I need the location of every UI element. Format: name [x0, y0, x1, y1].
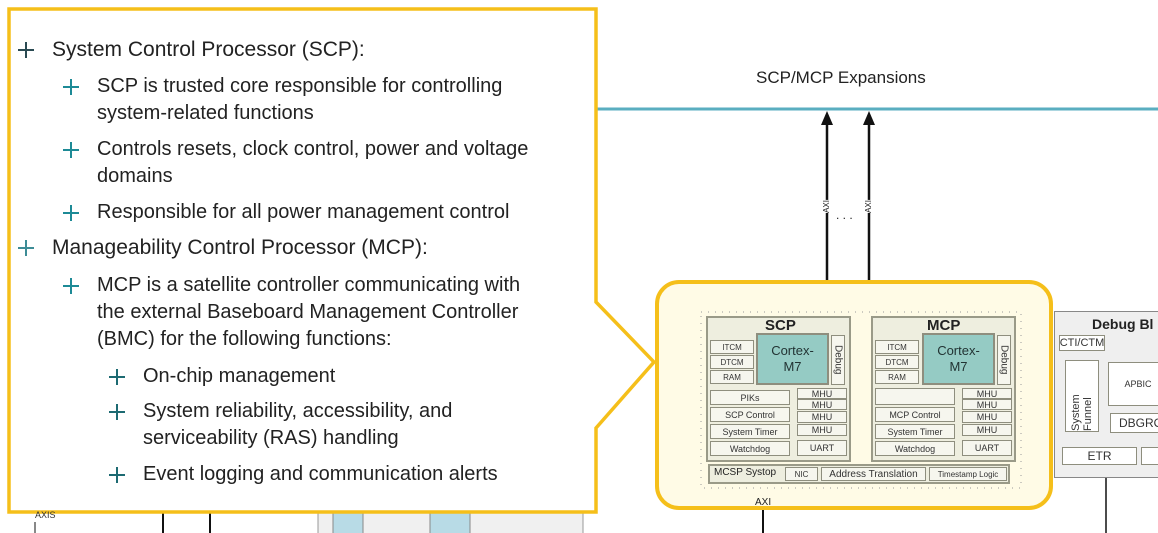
plus-icon [109, 467, 125, 483]
timestamp-logic-block: Timestamp Logic [929, 467, 1007, 481]
expansion-bus-label: SCP/MCP Expansions [756, 68, 926, 87]
cti-ctm-block: CTI/CTM [1059, 335, 1105, 351]
bullet-mcp: Manageability Control Processor (MCP): [18, 234, 428, 261]
scp-dtcm: DTCM [710, 355, 754, 369]
mcp-debug: Debug [997, 335, 1011, 385]
axi-label: AXI [822, 200, 831, 213]
apbic-block: APBIC [1108, 362, 1158, 406]
mcp-title: MCP [927, 317, 961, 334]
plus-icon [63, 142, 79, 158]
mcp-mhu: MHU [962, 411, 1012, 423]
callout-text: System Control Processor (SCP): SCP is t… [0, 0, 596, 512]
bullet-mcp-event-logging: Event logging and communication alerts [109, 461, 498, 488]
mcp-watchdog: Watchdog [875, 441, 955, 456]
plus-icon [109, 404, 125, 420]
scp-system-timer: System Timer [710, 424, 790, 439]
mcp-ram: RAM [875, 370, 919, 384]
bottom-block-blue [429, 511, 471, 533]
plus-icon [63, 278, 79, 294]
scp-mhu: MHU [797, 399, 847, 410]
scp-mhu: MHU [797, 411, 847, 423]
bullet-scp-trusted: SCP is trusted core responsible for cont… [63, 73, 502, 127]
bottom-axi-label: AXI [755, 497, 772, 508]
mcp-dtcm: DTCM [875, 355, 919, 369]
scp-piks: PIKs [710, 390, 790, 405]
dotted-boundary [700, 311, 1022, 489]
bullet-scp-power: Responsible for all power management con… [63, 199, 509, 226]
scp-debug: Debug [831, 335, 845, 385]
address-translation-block: Address Translation [821, 467, 926, 481]
scp-title: SCP [765, 317, 796, 334]
plus-icon [18, 42, 34, 58]
mcp-cortex-m7: Cortex-M7 [922, 333, 995, 385]
mcp-mhu: MHU [962, 388, 1012, 399]
system-funnel-block: System Funnel [1065, 360, 1099, 432]
dbgrom-block: DBGRO [1110, 413, 1158, 433]
nic-block: NIC [785, 467, 818, 481]
bullet-scp: System Control Processor (SCP): [18, 36, 365, 63]
axis-label: AXIS [35, 510, 56, 520]
scp-ram: RAM [710, 370, 754, 384]
scp-watchdog: Watchdog [710, 441, 790, 456]
mcp-system-timer: System Timer [875, 424, 955, 439]
etr-block: ETR [1062, 447, 1137, 465]
plus-icon [18, 240, 34, 256]
bullet-mcp-satellite: MCP is a satellite controller communicat… [63, 272, 520, 353]
plus-icon [63, 205, 79, 221]
debug-block-partial [1141, 447, 1158, 465]
ellipsis: . . . [836, 208, 853, 222]
axi-label: AXI [864, 200, 873, 213]
scp-mhu: MHU [797, 388, 847, 399]
mcp-empty-block [875, 388, 955, 405]
bottom-block-blue [332, 511, 364, 533]
scp-cortex-m7: Cortex-M7 [756, 333, 829, 385]
bullet-mcp-onchip: On-chip management [109, 363, 335, 390]
mcp-itcm: ITCM [875, 340, 919, 354]
plus-icon [109, 369, 125, 385]
mcp-mhu: MHU [962, 399, 1012, 410]
bullet-scp-controls: Controls resets, clock control, power an… [63, 136, 528, 190]
mcp-uart: UART [962, 440, 1012, 456]
callout-frame [7, 7, 657, 514]
scp-itcm: ITCM [710, 340, 754, 354]
debug-block-title: Debug Bl [1092, 316, 1154, 332]
plus-icon [63, 79, 79, 95]
scp-uart: UART [797, 440, 847, 456]
scp-mhu: MHU [797, 424, 847, 436]
systop-label: MCSP Systop [714, 467, 777, 478]
mcp-control: MCP Control [875, 407, 955, 422]
mcp-mhu: MHU [962, 424, 1012, 436]
scp-control: SCP Control [710, 407, 790, 422]
